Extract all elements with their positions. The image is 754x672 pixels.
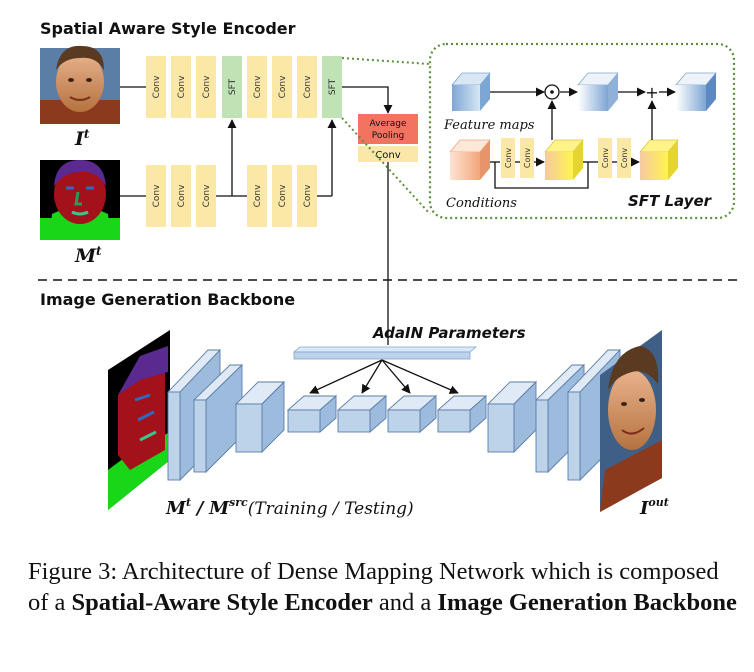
sft-block-1 (222, 56, 242, 118)
input-mask-label: Mt (74, 244, 102, 267)
svg-text:SFT: SFT (228, 78, 238, 95)
input-image-label: It (74, 127, 90, 150)
svg-text:Conv: Conv (278, 75, 288, 98)
sft-layer-label: SFT Layer (628, 192, 713, 210)
encoder-connections (120, 86, 393, 345)
backbone-input-label: Mt / Msrc(Training / Testing) (165, 496, 414, 519)
svg-text:Conv: Conv (202, 75, 212, 98)
caption-bold-encoder: Spatial-Aware Style Encoder (71, 589, 373, 616)
encoder-image-branch: Conv Conv Conv SFT Conv Conv Conv SFT (146, 56, 342, 118)
svg-text:Conv: Conv (253, 184, 263, 207)
sft-block-2 (322, 56, 342, 118)
pooling-conv-block (358, 146, 418, 162)
adain-label: AdaIN Parameters (372, 324, 526, 342)
svg-text:Conv: Conv (253, 75, 263, 98)
svg-text:Conv: Conv (620, 148, 629, 169)
svg-text:Conv: Conv (523, 148, 532, 169)
svg-text:Conv: Conv (278, 184, 288, 207)
feature-maps-label: Feature maps (443, 118, 535, 133)
sft-detail-diagram: Conv Conv Conv Conv + (449, 72, 717, 189)
backbone-input-mask (108, 330, 170, 510)
shift-cube (639, 139, 679, 180)
conditions-cube (449, 139, 491, 180)
svg-text:Conv: Conv (601, 148, 610, 169)
zoom-line-bottom (341, 117, 431, 215)
svg-text:Conv: Conv (152, 184, 162, 207)
svg-text:Conv: Conv (303, 184, 313, 207)
scale-cube (544, 139, 584, 180)
odot-result-cube (577, 72, 619, 111)
figure-caption: Figure 3: Architecture of Dense Mapping … (28, 556, 744, 618)
svg-text:Conv: Conv (303, 75, 313, 98)
input-face-image (40, 45, 120, 124)
adain-bar (292, 346, 478, 360)
pooling-conv-label: Conv (375, 150, 400, 161)
svg-text:Conv: Conv (177, 184, 187, 207)
svg-text:Conv: Conv (202, 184, 212, 207)
conditions-label: Conditions (446, 196, 517, 211)
svg-text:Conv: Conv (504, 148, 513, 169)
add-operator-icon: + (645, 83, 658, 102)
sft-layer-detail-box (428, 42, 736, 220)
caption-text: Figure 3: Architecture of Dense Mapping … (28, 558, 719, 616)
svg-text:Conv: Conv (152, 75, 162, 98)
adain-arrows (309, 359, 459, 394)
zoom-line-top (341, 57, 431, 65)
encoder-mask-branch: Conv Conv Conv Conv Conv Conv (146, 165, 317, 227)
caption-bold-backbone: Image Generation Backbone (437, 589, 737, 616)
encoder-title: Spatial Aware Style Encoder (40, 19, 296, 38)
average-pooling-label-1: Average (370, 119, 407, 129)
svg-text:SFT: SFT (328, 78, 338, 95)
svg-text:Conv: Conv (177, 75, 187, 98)
average-pooling-label-2: Pooling (372, 131, 405, 141)
feature-map-cube (451, 72, 491, 111)
backbone-title: Image Generation Backbone (40, 290, 295, 309)
input-mask-image (40, 160, 120, 240)
average-pooling-block (358, 114, 418, 144)
backbone-output-label: Iout (639, 496, 669, 519)
sft-output-cube (675, 72, 717, 111)
architecture-figure: Spatial Aware Style Encoder Image Genera… (38, 19, 742, 519)
backbone-output-face (600, 330, 662, 512)
caption-connector: and a (372, 589, 438, 616)
backbone-network (166, 348, 622, 482)
